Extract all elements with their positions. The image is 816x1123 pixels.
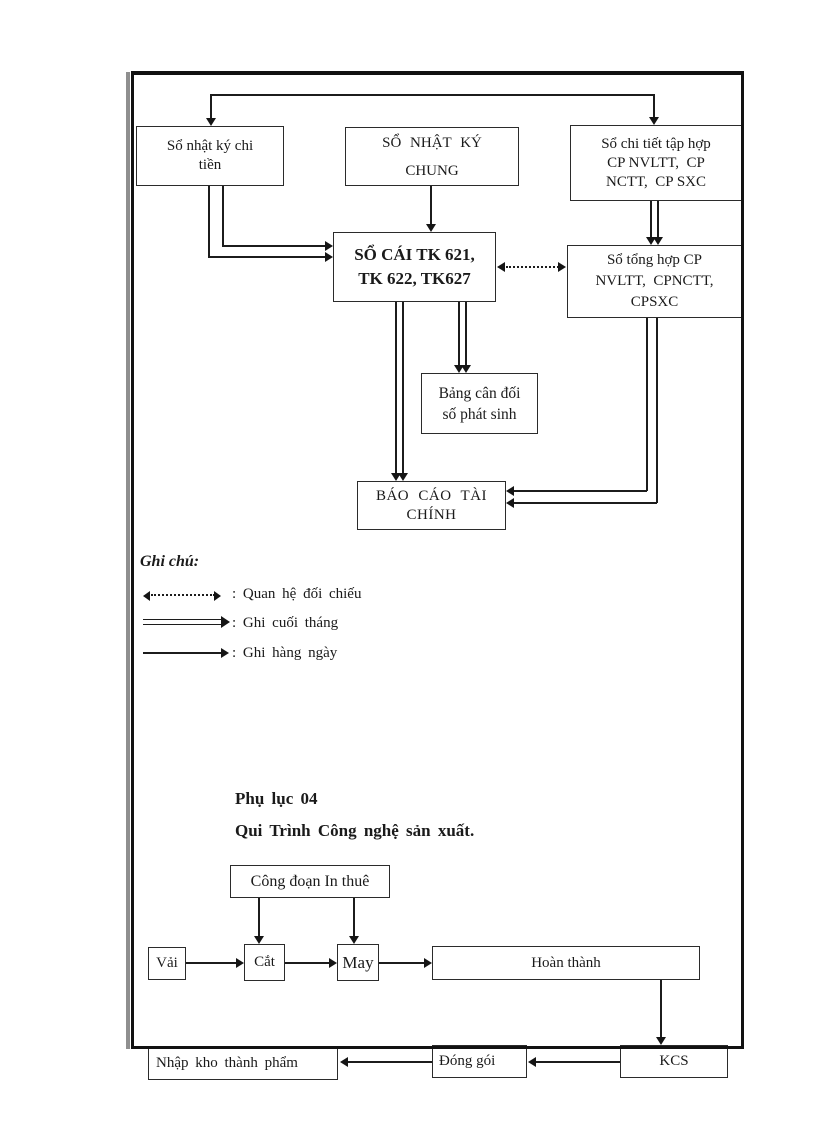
arrowhead-right [221, 616, 230, 628]
arrowhead-right [236, 958, 244, 968]
box-kcs: KCS [620, 1045, 728, 1078]
arrowhead-down [398, 473, 408, 481]
arrowhead-right [325, 241, 333, 251]
connector-line [222, 245, 326, 247]
arrowhead-down [426, 224, 436, 232]
appendix-label: Phụ lục 04 [235, 789, 318, 808]
arrowhead-left [528, 1057, 536, 1067]
connector-line [514, 502, 657, 504]
arrowhead-down [454, 365, 464, 373]
legend-title: Ghi chú: [140, 553, 200, 570]
connector-line [208, 256, 326, 258]
arrowhead-down [254, 936, 264, 944]
legend-label: : Quan hệ đối chiếu [232, 586, 362, 602]
connector-line [402, 302, 404, 474]
legend-symbol-single-line-arrow [143, 652, 223, 654]
arrowhead-down [646, 237, 656, 245]
section-title: Qui Trình Công nghệ sản xuất. [235, 821, 475, 840]
connector-line [210, 94, 212, 119]
legend-symbol-dashed-double-arrow [151, 594, 215, 596]
arrowhead-right [424, 958, 432, 968]
legend-label: : Ghi hàng ngày [232, 645, 338, 661]
box-hoan-thanh: Hoàn thành [432, 946, 700, 980]
box-journal-cash: Sổ nhật ký chi tiền [136, 126, 284, 186]
arrowhead-down [653, 237, 663, 245]
connector-line [458, 302, 460, 366]
box-vai: Vải [148, 947, 186, 980]
arrowhead-left [143, 591, 150, 601]
box-trial-balance: Bảng cân đối số phát sinh [421, 373, 538, 434]
arrowhead-down [461, 365, 471, 373]
connector-line [653, 94, 655, 118]
connector-line [285, 962, 331, 964]
page-edge-strip [126, 72, 130, 1049]
box-may: May [337, 944, 379, 981]
box-cat: Cắt [244, 944, 285, 981]
arrowhead-right [329, 958, 337, 968]
connector-line [657, 201, 659, 239]
connector-line [258, 898, 260, 938]
arrowhead-down [206, 118, 216, 126]
connector-line [348, 1061, 432, 1063]
arrowhead-left [506, 498, 514, 508]
connector-line [379, 962, 426, 964]
arrowhead-right [558, 262, 566, 272]
arrowhead-down [391, 473, 401, 481]
connector-line [186, 962, 238, 964]
connector-line [353, 898, 355, 938]
connector-line [222, 186, 224, 246]
box-general-ledger: SỔ CÁI TK 621, TK 622, TK627 [333, 232, 496, 302]
connector-line [660, 980, 662, 1038]
connector-line [646, 318, 648, 491]
arrowhead-right [325, 252, 333, 262]
box-general-journal: SỔ NHẬT KÝ CHUNG [345, 127, 519, 186]
legend-symbol-double-line-arrow [143, 619, 223, 625]
dashed-connector [506, 266, 559, 268]
connector-line [650, 201, 652, 239]
arrowhead-down [649, 117, 659, 125]
connector-line [536, 1061, 620, 1063]
connector-line [430, 186, 432, 226]
box-cost-detail: Sổ chi tiết tập hợp CP NVLTT, CP NCTT, C… [570, 125, 742, 201]
connector-line [656, 318, 658, 503]
connector-line [514, 490, 647, 492]
connector-line [208, 186, 210, 257]
box-nhap-kho: Nhập kho thành phẩm [148, 1046, 338, 1080]
connector-line [211, 94, 655, 96]
arrowhead-down [656, 1037, 666, 1045]
arrowhead-left [506, 486, 514, 496]
box-financial-report: BÁO CÁO TÀI CHÍNH [357, 481, 506, 530]
connector-line [465, 302, 467, 366]
box-dong-goi: Đóng gói [432, 1045, 527, 1078]
connector-line [395, 302, 397, 474]
arrowhead-left [340, 1057, 348, 1067]
box-cost-summary: Sổ tổng hợp CP NVLTT, CPNCTT, CPSXC [567, 245, 742, 318]
arrowhead-down [349, 936, 359, 944]
box-in-thue: Công đoạn In thuê [230, 865, 390, 898]
arrowhead-left [497, 262, 505, 272]
arrowhead-right [214, 591, 221, 601]
arrowhead-right [221, 648, 229, 658]
legend-label: : Ghi cuối tháng [232, 615, 339, 631]
